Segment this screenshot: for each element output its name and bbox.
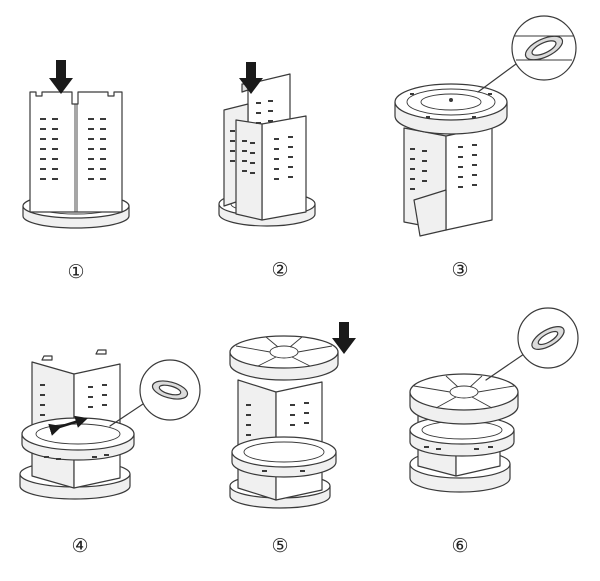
step-6-label: ⑥ [451,535,468,557]
panel-holes [230,100,293,180]
divider-panel-front [235,115,307,221]
step-3-illustration [394,15,577,237]
step-5-label: ⑤ [271,535,288,557]
double-arrow-icon [48,415,88,436]
step-1-illustration [22,60,130,229]
step-4-illustration [19,349,201,500]
detail-callout-bubble [139,359,201,421]
down-arrow-icon [49,60,73,94]
divider-panels [403,125,493,237]
top-tray [394,83,508,135]
step-1-label: ① [67,261,84,283]
step-2-illustration [218,62,316,227]
step-3-label: ③ [451,259,468,281]
step-4-label: ④ [71,535,88,557]
panel-holes [40,384,109,460]
compartment-tray [409,373,519,425]
step-2-label: ② [271,259,288,281]
panel-holes [40,118,106,180]
middle-tray [231,436,337,478]
down-arrow-icon [239,62,263,94]
panel-holes [246,402,309,472]
panel-holes [424,446,493,450]
step-6-illustration [409,307,579,493]
down-arrow-icon [332,322,356,354]
step-5-illustration [229,322,356,509]
detail-callout-bubble [517,307,579,369]
middle-tray [21,417,135,461]
detail-callout-bubble [511,15,577,81]
compartment-tray [229,335,339,381]
divider-panel [29,91,123,213]
